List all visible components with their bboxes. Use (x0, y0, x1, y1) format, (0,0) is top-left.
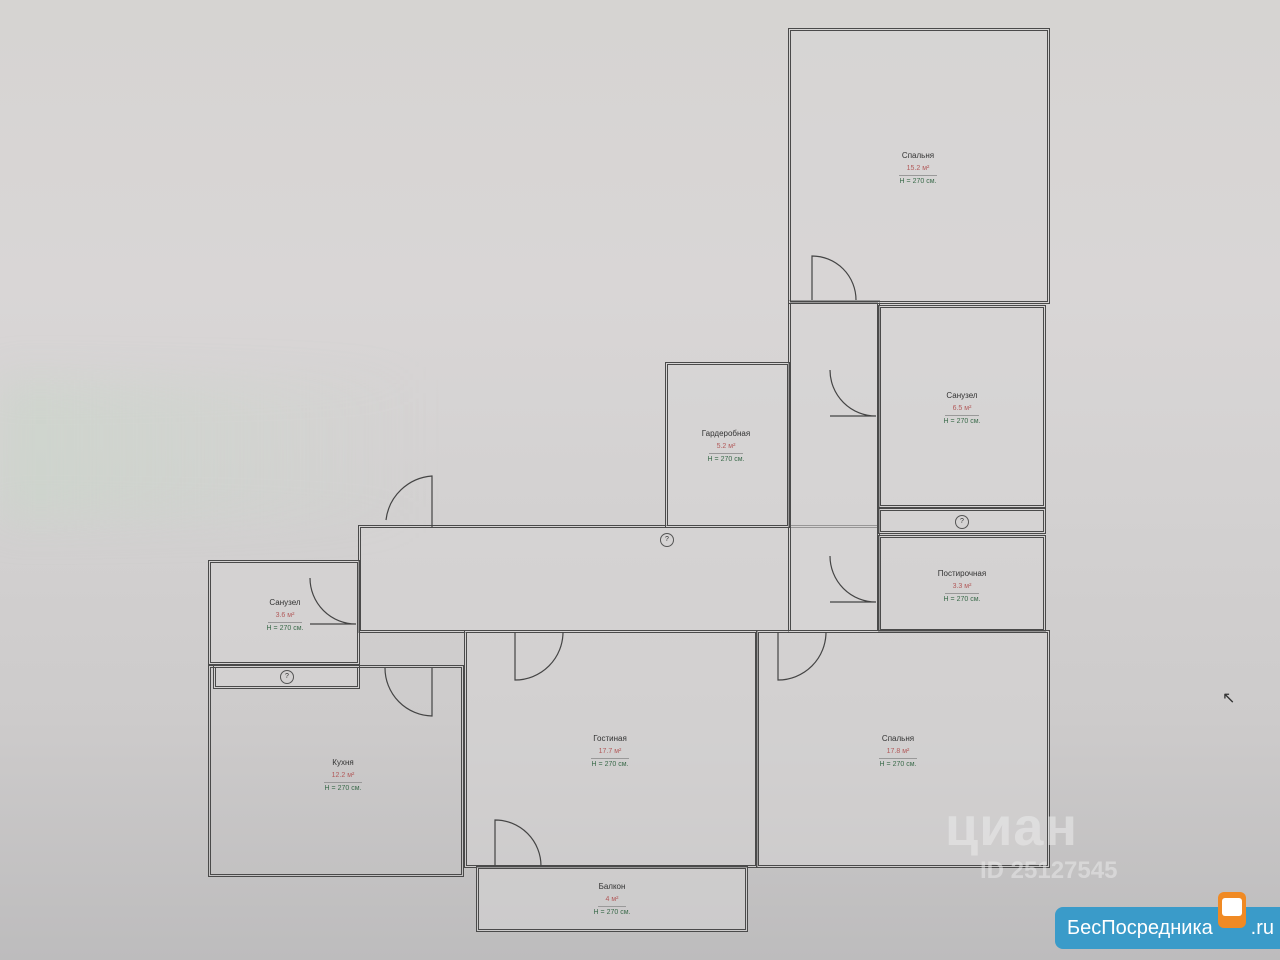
room-name: Кухня (332, 758, 354, 767)
door-living (514, 631, 564, 681)
room-height: H = 270 см. (899, 178, 937, 185)
room-bathroom-left (208, 560, 360, 665)
label-bathroom-left: Санузел 3.6 м² H = 270 см. (225, 597, 345, 635)
room-bedroom-top (788, 28, 1050, 304)
mouse-cursor-icon: ↖ (1222, 690, 1236, 707)
room-area: 3.3 м² (944, 581, 980, 594)
room-area: 5.2 м² (708, 441, 744, 454)
label-bedroom-top: Спальня 15.2 м² H = 270 см. (858, 150, 978, 188)
door-bedroom-top (811, 255, 857, 301)
unknown-marker-corridor: ? (660, 533, 674, 547)
door-laundry (829, 555, 877, 603)
room-name: Гостиная (593, 734, 627, 743)
label-bathroom-right: Санузел 6.5 м² H = 270 см. (902, 390, 1022, 428)
label-laundry: Постирочная 3.3 м² H = 270 см. (902, 568, 1022, 606)
room-bathroom-right (878, 305, 1046, 508)
room-height: H = 270 см. (879, 761, 917, 768)
room-balcony (476, 866, 748, 932)
room-height: H = 270 см. (593, 909, 631, 916)
room-height: H = 270 см. (707, 456, 745, 463)
unknown-marker-closet: ? (955, 515, 969, 529)
room-area: 15.2 м² (898, 163, 938, 176)
room-area: 12.2 м² (323, 770, 363, 783)
cian-id-watermark: ID 25127545 (980, 857, 1118, 884)
room-name: Спальня (881, 734, 915, 743)
logo-site-tld: .ru (1250, 917, 1274, 939)
room-kitchen (208, 665, 464, 877)
room-area: 3.6 м² (267, 610, 303, 623)
door-bedroom-bottom (777, 631, 827, 681)
room-name: Санузел (946, 391, 978, 400)
room-height: H = 270 см. (324, 785, 362, 792)
room-name: Спальня (901, 151, 935, 160)
room-area: 4 м² (597, 894, 627, 907)
room-name: Гардеробная (701, 429, 751, 438)
door-entrance (385, 475, 433, 527)
room-bedroom-bottom (756, 630, 1050, 868)
room-wardrobe (665, 362, 790, 528)
room-area: 17.8 м² (878, 746, 918, 759)
room-height: H = 270 см. (266, 625, 304, 632)
room-height: H = 270 см. (943, 596, 981, 603)
unknown-marker-storage: ? (280, 670, 294, 684)
door-bathroom-left (309, 577, 357, 625)
label-living: Гостиная 17.7 м² H = 270 см. (550, 733, 670, 771)
room-name: Санузел (269, 598, 301, 607)
bes-posrednika-logo: БесПосредника .ru (1055, 907, 1280, 949)
door-balcony (494, 819, 542, 867)
door-bathroom-right (829, 369, 877, 417)
cian-watermark: циан (945, 797, 1079, 857)
room-laundry (878, 535, 1046, 632)
door-kitchen (384, 667, 433, 717)
room-area: 17.7 м² (590, 746, 630, 759)
logo-site-name: БесПосредника (1067, 917, 1213, 939)
room-area: 6.5 м² (944, 403, 980, 416)
label-balcony: Балкон 4 м² H = 270 см. (552, 881, 672, 919)
room-name: Балкон (598, 882, 626, 891)
room-height: H = 270 см. (591, 761, 629, 768)
label-wardrobe: Гардеробная 5.2 м² H = 270 см. (666, 428, 786, 466)
room-name: Постирочная (937, 569, 987, 578)
background-glare (0, 380, 420, 520)
room-height: H = 270 см. (943, 418, 981, 425)
mascot-icon (1218, 892, 1246, 928)
label-kitchen: Кухня 12.2 м² H = 270 см. (283, 757, 403, 795)
label-bedroom-bottom: Спальня 17.8 м² H = 270 см. (838, 733, 958, 771)
